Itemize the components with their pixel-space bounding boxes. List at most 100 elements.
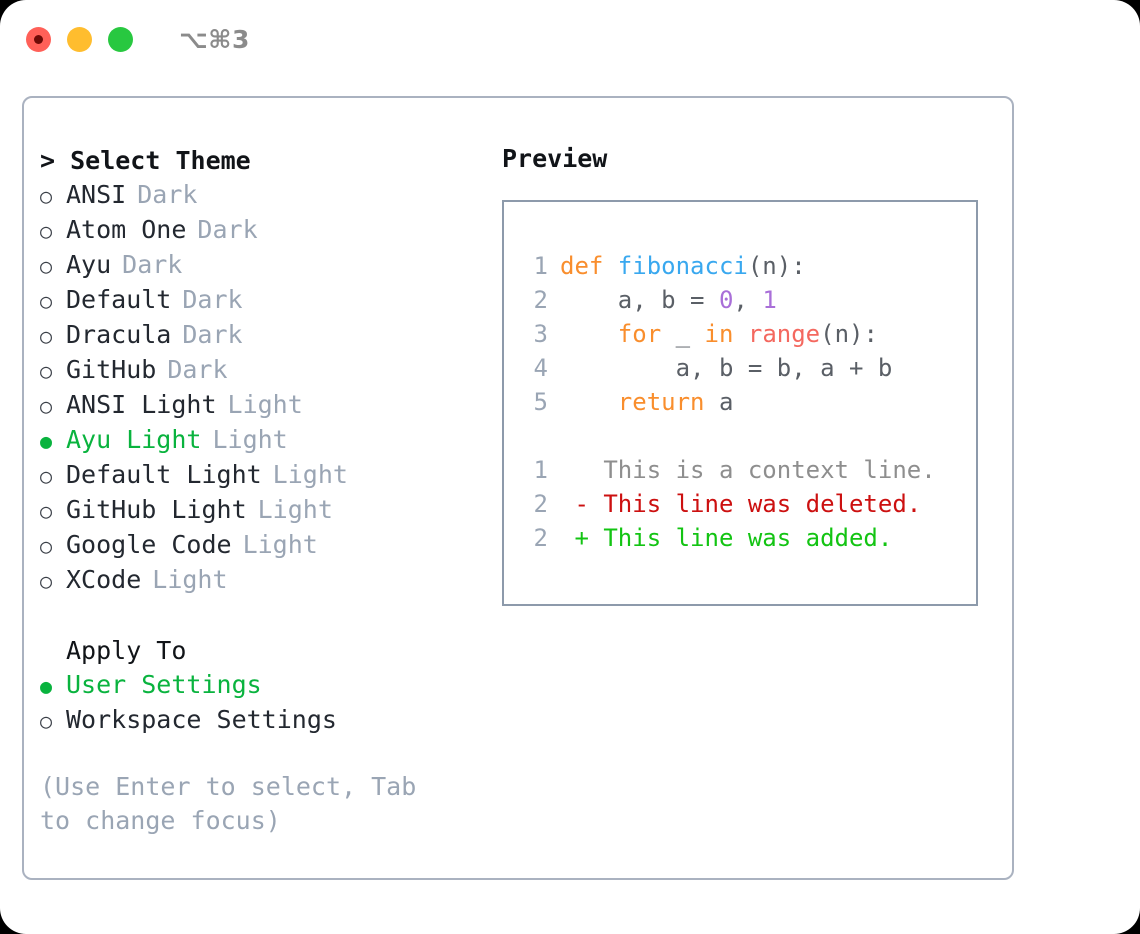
code-line: 2 a, b = 0, 1 <box>522 283 976 317</box>
apply-to-option-list[interactable]: ●User Settings ○ Workspace Settings <box>40 668 502 738</box>
line-number: 2 <box>533 490 548 518</box>
code-token: a, b = b, a + b <box>560 354 893 382</box>
code-token: , <box>733 286 763 314</box>
theme-variant-badge: Dark <box>182 285 243 314</box>
theme_section-option[interactable]: ○ Google Code Light <box>40 528 502 563</box>
theme_section-option[interactable]: ○ GitHub Light Light <box>40 493 502 528</box>
radio-unselected-icon: ○ <box>40 324 53 348</box>
diff-text: - This line was deleted. <box>560 490 922 518</box>
code-token: (n): <box>747 252 806 280</box>
window-controls <box>26 26 133 52</box>
theme_section-option-label: Ayu Light <box>66 425 202 454</box>
preview-header: Preview <box>502 144 608 173</box>
diff-text: + This line was added. <box>560 524 893 552</box>
keyboard-hint-text: (Use Enter to select, Tab to change focu… <box>40 772 432 835</box>
code-token: (n): <box>820 320 878 348</box>
theme-variant-badge: Light <box>227 390 303 419</box>
radio-unselected-icon: ○ <box>40 394 53 418</box>
theme_section-option[interactable]: ● Ayu Light Light <box>40 423 502 458</box>
theme_section-option[interactable]: ○ Dracula Dark <box>40 318 502 353</box>
radio-unselected-icon: ○ <box>40 359 53 383</box>
code-token <box>560 388 618 416</box>
theme-variant-badge: Light <box>212 425 288 454</box>
keyboard-shortcut-label: ⌥⌘3 <box>179 24 250 54</box>
radio-selected-icon: ● <box>40 429 53 453</box>
code-token: 0 <box>718 286 734 314</box>
theme-variant-badge: Dark <box>182 320 243 349</box>
theme_section-option-label: GitHub Light <box>66 495 247 524</box>
apply_section-option[interactable]: ○ Workspace Settings <box>40 703 502 738</box>
diff-text: This is a context line. <box>560 456 936 484</box>
theme-variant-badge: Light <box>242 530 318 559</box>
code-token: a <box>704 388 734 416</box>
code-token: fibonacci <box>617 252 748 280</box>
theme_section-option-label: Dracula <box>66 320 172 349</box>
apply_section-option-label: Workspace Settings <box>66 705 337 734</box>
diff-line: 2 + This line was added. <box>522 521 976 555</box>
theme_section-option-label: Google Code <box>66 530 232 559</box>
line-number: 5 <box>533 388 548 416</box>
line-number: 1 <box>533 252 548 280</box>
theme-variant-badge: Dark <box>197 215 258 244</box>
code-token <box>560 320 618 348</box>
radio-unselected-icon: ○ <box>40 254 53 278</box>
radio-unselected-icon: ○ <box>40 569 53 593</box>
code-token <box>733 320 747 348</box>
radio-selected-icon: ● <box>40 674 53 698</box>
theme-variant-badge: Dark <box>167 355 228 384</box>
theme_section-option-label: Ayu <box>66 250 112 279</box>
theme-variant-badge: Light <box>257 495 333 524</box>
diff-line: 1 This is a context line. <box>522 453 976 487</box>
line-number: 2 <box>533 524 548 552</box>
apply_section-option[interactable]: ●User Settings <box>40 668 502 703</box>
diff-line: 2 - This line was deleted. <box>522 487 976 521</box>
recording-indicator-icon <box>34 34 43 44</box>
theme_section-option[interactable]: ○ XCode Light <box>40 563 502 598</box>
theme-variant-badge: Light <box>272 460 348 489</box>
line-number: 3 <box>533 320 548 348</box>
radio-unselected-icon: ○ <box>40 219 53 243</box>
radio-unselected-icon: ○ <box>40 534 53 558</box>
close-button[interactable] <box>26 26 51 52</box>
zoom-button[interactable] <box>108 26 133 52</box>
apply-to-header: Apply To <box>66 636 187 665</box>
section-spacer <box>40 598 502 634</box>
radio-unselected-icon: ○ <box>40 184 53 208</box>
code-line: 5 return a <box>522 385 976 419</box>
code-token: 1 <box>762 286 777 314</box>
diff-sample: 1 This is a context line.2 - This line w… <box>522 453 976 555</box>
code-line: 3 for _ in range(n): <box>522 317 976 351</box>
radio-unselected-icon: ○ <box>40 709 53 733</box>
theme_section-option-label: GitHub <box>66 355 157 384</box>
radio-unselected-icon: ○ <box>40 289 53 313</box>
code-token: _ <box>661 320 705 348</box>
code-blank-line <box>522 419 976 453</box>
minimize-button[interactable] <box>67 26 92 52</box>
code-token: range <box>747 320 821 348</box>
theme_section-option[interactable]: ○ GitHub Dark <box>40 353 502 388</box>
theme-variant-badge: Light <box>152 565 228 594</box>
line-number: 4 <box>533 354 548 382</box>
code-token: for <box>617 320 662 348</box>
code-token: in <box>704 320 734 348</box>
theme_section-option-label: XCode <box>66 565 142 594</box>
radio-unselected-icon: ○ <box>40 464 53 488</box>
title-bar: ⌥⌘3 <box>0 0 1140 78</box>
radio-unselected-icon: ○ <box>40 499 53 523</box>
line-number: 1 <box>533 456 548 484</box>
code-token: a, b = <box>560 286 719 314</box>
